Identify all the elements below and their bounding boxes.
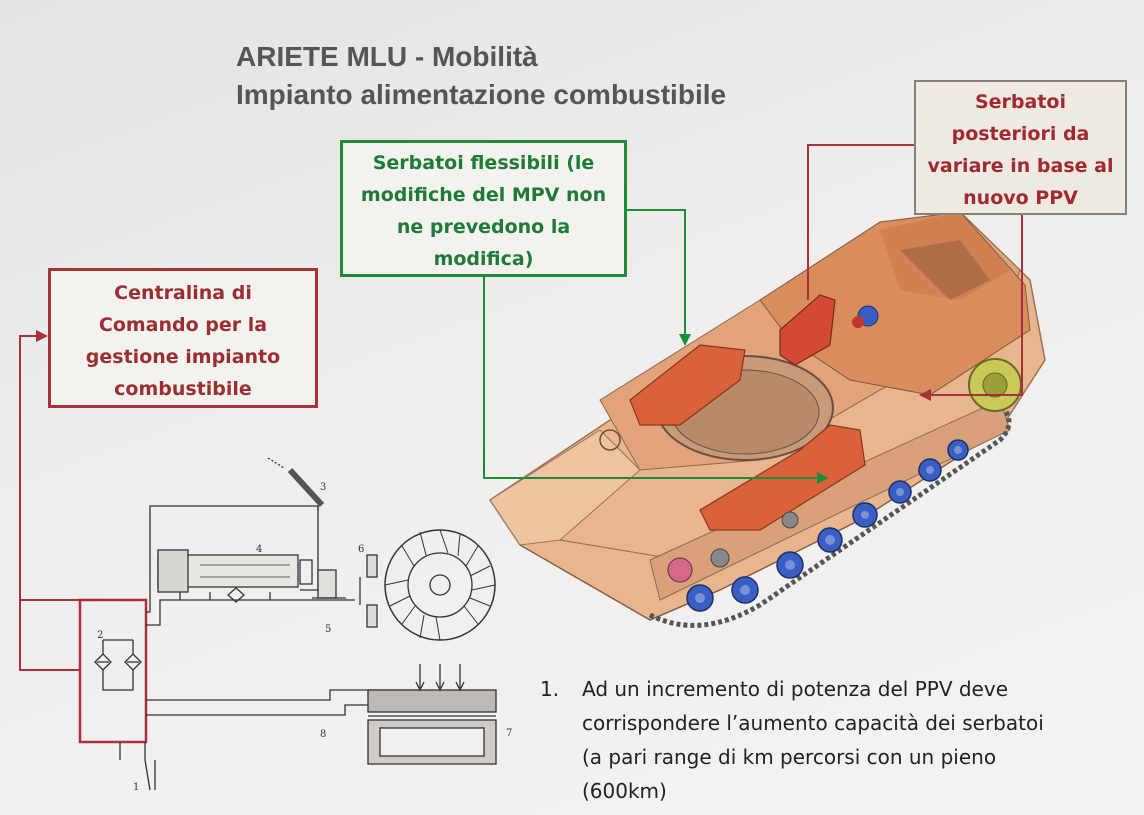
label-1: 1 (133, 782, 139, 793)
note-line-1: Ad un incremento di potenza del PPV deve (582, 677, 1008, 701)
note-line-2: corrispondere l’aumento capacità dei ser… (582, 711, 1044, 735)
title-line-1: ARIETE MLU - Mobilità (236, 41, 538, 72)
slide-title: ARIETE MLU - Mobilità Impianto alimentaz… (236, 38, 726, 114)
label-4: 4 (256, 544, 262, 555)
note-number: 1. (540, 677, 560, 701)
callout-rear-tanks: Serbatoi posteriori da variare in base a… (914, 80, 1127, 215)
tank-illustration (488, 211, 1046, 628)
flexible-tanks-line-3: ne prevedono la (396, 216, 571, 238)
callout-flexible-tanks: Serbatoi flessibili (le modifiche del MP… (340, 140, 627, 277)
rear-tanks-line-3: variare in base al (927, 155, 1114, 177)
label-2: 2 (97, 630, 103, 641)
label-7: 7 (506, 728, 512, 739)
label-5: 5 (325, 624, 331, 635)
label-8: 8 (320, 729, 326, 740)
flexible-tanks-line-4: modifica) (433, 248, 534, 270)
control-unit-line-1: Centralina di (114, 282, 252, 304)
flexible-tanks-line-2: modifiche del MPV non (360, 184, 607, 206)
control-unit-line-2: Comando per la (98, 314, 268, 336)
flexible-tanks-line-1: Serbatoi flessibili (le (372, 152, 595, 174)
note-text: Ad un incremento di potenza del PPV deve… (582, 672, 1102, 808)
rear-tanks-line-1: Serbatoi (974, 91, 1066, 113)
control-unit-line-4: combustibile (114, 378, 252, 400)
rear-tanks-line-2: posteriori da (951, 123, 1090, 145)
fuel-system-schematic (78, 457, 497, 791)
label-3: 3 (320, 482, 326, 493)
note-line-3: (a pari range di km percorsi con un pien… (582, 745, 997, 769)
title-line-2: Impianto alimentazione combustibile (236, 79, 727, 110)
label-6: 6 (358, 544, 364, 555)
callout-control-unit: Centralina di Comando per la gestione im… (48, 268, 318, 408)
note-line-4: (600km) (582, 779, 667, 803)
schematic-labels: 1 2 3 4 5 6 7 8 (97, 482, 512, 793)
control-unit-line-3: gestione impianto (85, 346, 281, 368)
rear-tanks-line-4: nuovo PPV (963, 187, 1078, 209)
